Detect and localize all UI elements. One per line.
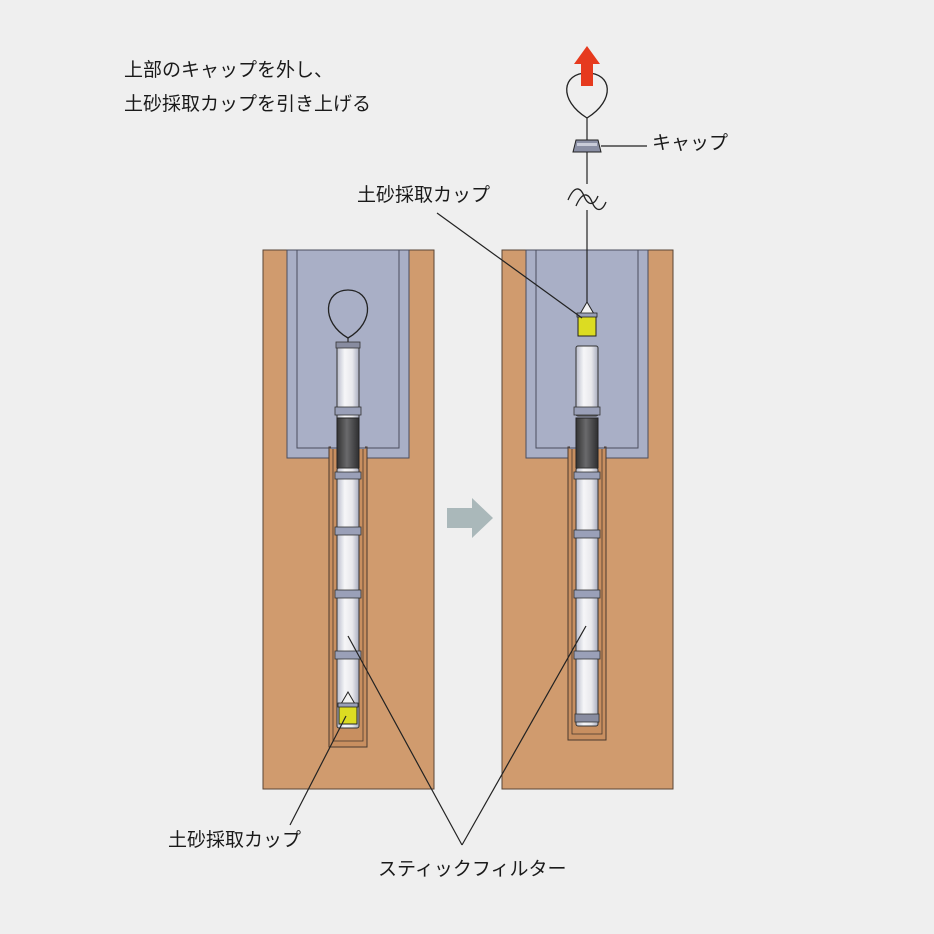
sampling-cup-rim-left [337,702,359,708]
filter-band-left-5 [334,650,362,660]
filter-band-left-1 [334,406,362,416]
right-arrow-icon [447,498,493,538]
stick-filter-top-right [575,345,599,417]
leader-cup-left [289,715,347,826]
label-sampling-cup-after: 土砂採取カップ [357,184,491,206]
filter-end-band-right [574,713,600,723]
up-arrow-icon [574,46,600,86]
cap-highlight [577,143,597,146]
filter-dark-section-left [336,417,360,469]
filter-band-right-3 [573,529,601,539]
filter-band-right-1 [573,406,601,416]
label-sampling-cup-before: 土砂採取カップ [168,829,302,851]
filter-band-left-3 [334,526,362,536]
filter-band-left-4 [334,589,362,599]
instruction-line-1: 上部のキャップを外し、 [124,59,334,81]
filter-band-left-2 [334,471,362,480]
instruction-line-2: 土砂採取カップを引き上げる [124,93,372,115]
label-stick-filter: スティックフィルター [378,858,567,880]
wavy-break-icon [567,188,607,211]
filter-band-right-5 [573,650,601,660]
leader-cup-right [436,212,583,319]
filter-band-right-2 [573,471,601,480]
label-cap: キャップ [652,132,729,154]
right-assembly [501,46,674,790]
leader-filter-left [347,635,463,846]
pull-loop-left [327,289,369,339]
leader-filter-right [461,625,587,846]
filter-band-right-4 [573,589,601,599]
filter-cap-band-left [335,341,361,349]
left-assembly [262,249,435,790]
filter-dark-section-right [575,417,599,469]
